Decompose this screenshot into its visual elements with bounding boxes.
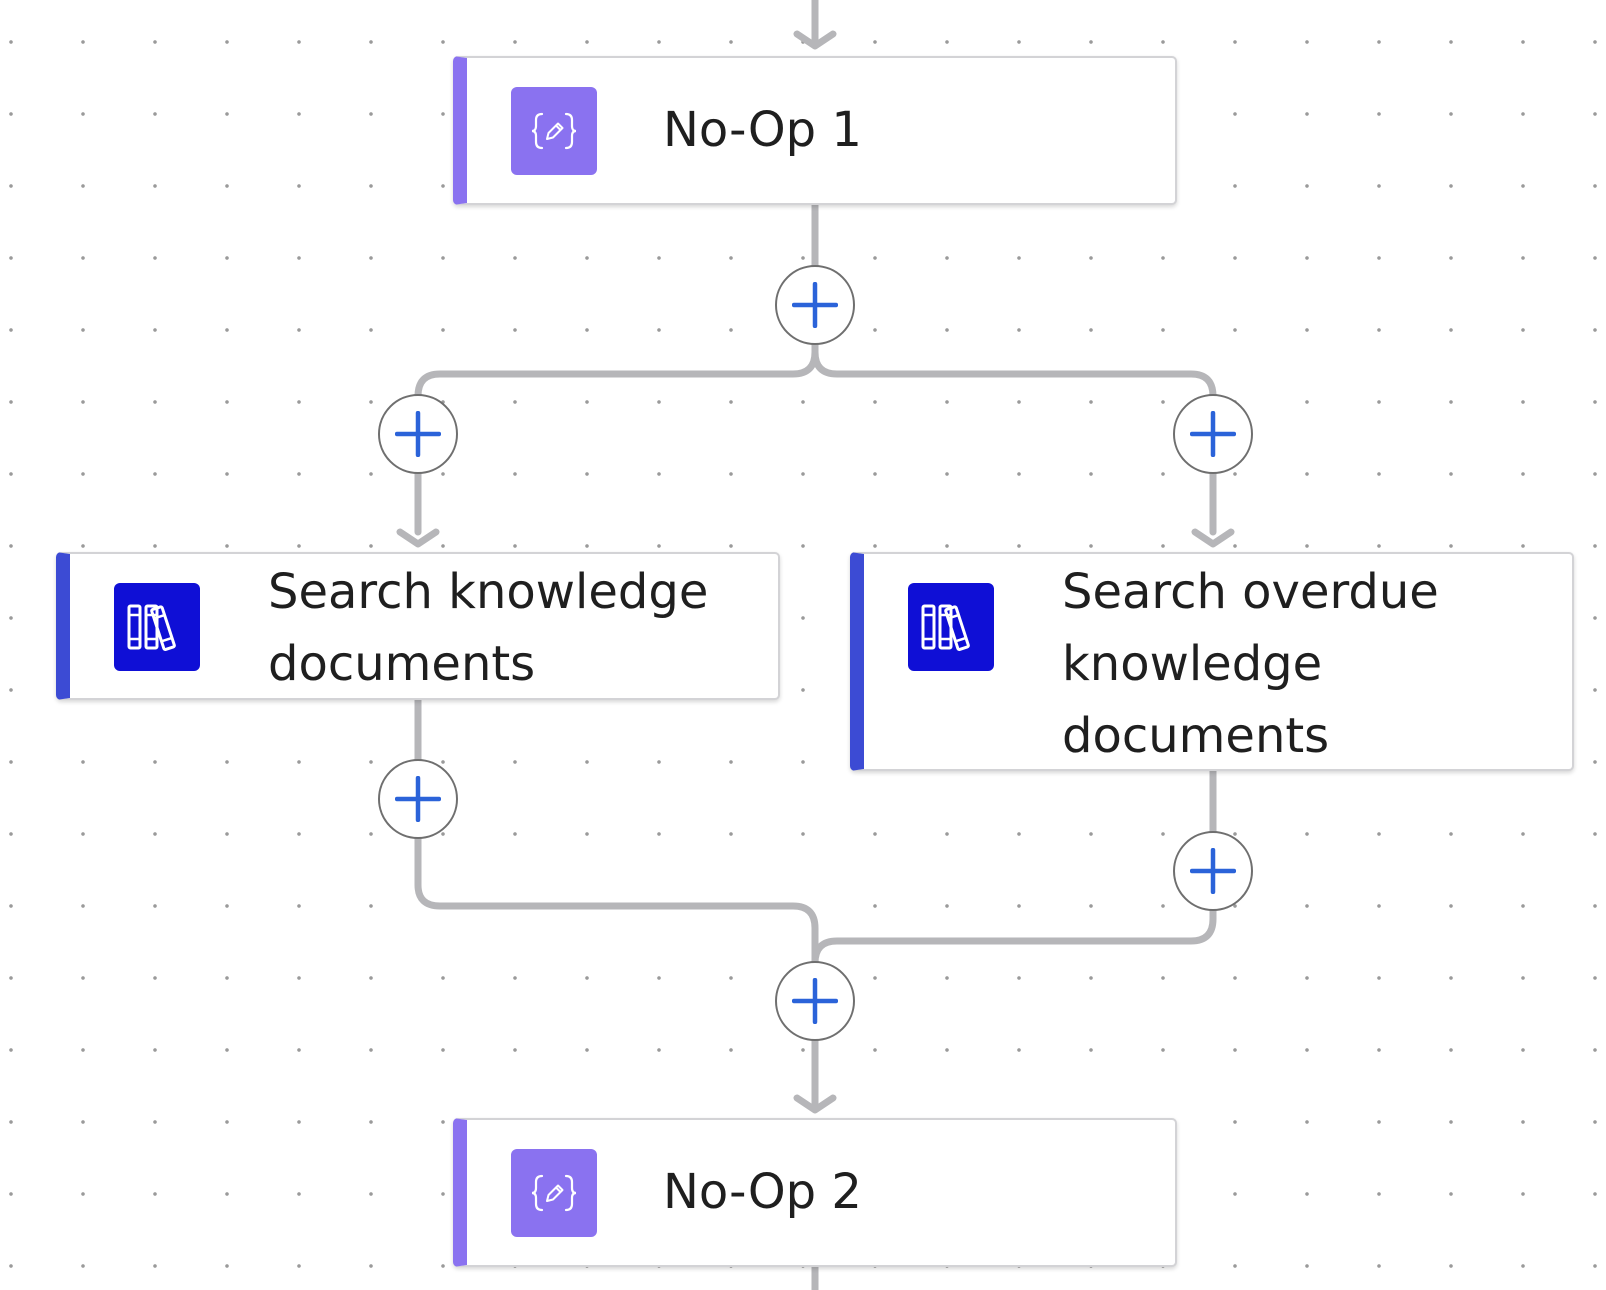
add-step-button-right-branch-bottom[interactable] <box>1173 831 1253 911</box>
add-step-button-right-branch-top[interactable] <box>1173 394 1253 474</box>
connector-split-left <box>414 348 819 536</box>
knowledge-base-tile <box>908 583 994 671</box>
add-step-button-after-noop-1[interactable] <box>775 265 855 345</box>
books-icon <box>127 604 176 651</box>
arrow-head-noop2 <box>793 1094 837 1114</box>
action-card-search-knowledge-documents[interactable]: Search knowledge documents <box>56 552 780 700</box>
action-card-search-overdue-knowledge-documents[interactable]: Search overdue knowledge documents <box>850 552 1574 771</box>
action-card-noop-2[interactable]: No-Op 2 <box>453 1118 1177 1267</box>
plus-icon <box>792 282 838 328</box>
plus-icon <box>1190 411 1236 457</box>
action-title: Search knowledge documents <box>268 564 709 692</box>
knowledge-base-tile <box>114 583 200 671</box>
compose-action-tile <box>511 87 597 175</box>
books-icon <box>921 604 970 651</box>
action-title: No-Op 2 <box>663 1164 862 1220</box>
arrow-head-noop1 <box>793 30 837 50</box>
add-step-button-after-join[interactable] <box>775 961 855 1041</box>
connector-left-join <box>414 696 819 969</box>
connector-right-join <box>811 767 1217 967</box>
add-step-button-left-branch-top[interactable] <box>378 394 458 474</box>
curly-braces-pencil-icon <box>531 112 577 150</box>
arrow-head-search-kb <box>396 528 440 548</box>
compose-action-tile <box>511 1149 597 1237</box>
plus-icon <box>1190 848 1236 894</box>
plus-icon <box>395 411 441 457</box>
plus-icon <box>792 978 838 1024</box>
plus-icon <box>395 776 441 822</box>
action-title: Search overdue knowledge documents <box>1062 564 1439 764</box>
curly-braces-pencil-icon <box>531 1174 577 1212</box>
arrow-head-search-overdue <box>1191 528 1235 548</box>
add-step-button-left-branch-bottom[interactable] <box>378 759 458 839</box>
action-card-noop-1[interactable]: No-Op 1 <box>453 56 1177 205</box>
action-title: No-Op 1 <box>663 102 862 158</box>
connector-split-right <box>811 348 1217 536</box>
